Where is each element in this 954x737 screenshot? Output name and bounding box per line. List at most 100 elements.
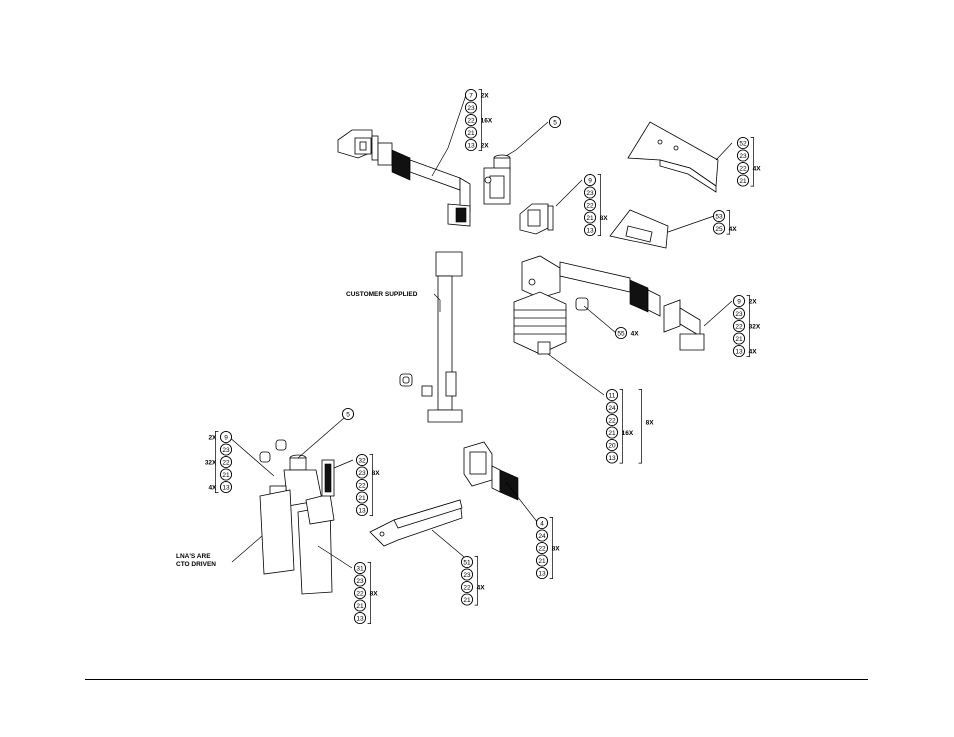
callout-bracket [478,89,482,151]
callout-number: 13 [356,615,364,622]
callout-number: 5 [346,411,350,418]
callout-balloon [464,88,478,102]
callout-balloon [605,401,619,414]
flexible-waveguide-top [377,142,471,227]
callout-number: 22 [222,459,230,466]
callout-balloon [583,211,597,224]
callout-number: 53 [715,213,723,220]
callout-number: 21 [356,603,364,610]
quantity-label: 2X [749,298,758,305]
callout-balloon [732,332,746,345]
callout-number: 21 [586,215,594,222]
group-quantity-label: 8X [646,419,655,426]
waveguide-flange-small [519,203,554,235]
lna-assembly-right [513,255,661,355]
group-bracket [638,389,642,464]
isolator-top [483,154,511,205]
callout-number: 22 [608,417,616,424]
waveguide-bend-right [663,299,705,351]
callout-number: 23 [735,311,743,318]
lna-note-line1: LNA'S ARE [176,553,211,560]
callout-number: 21 [608,430,616,437]
callout-bracket [549,517,553,579]
quantity-label: 4X [477,584,486,591]
callout-balloon [219,430,233,444]
callout-balloon [732,319,746,333]
callout-group-g2: 5 [548,115,562,129]
callout-number: 9 [737,298,741,305]
callout-balloon [712,222,726,235]
callout-balloon [341,407,355,421]
callout-balloon [219,480,233,494]
quantity-label: 4X [753,165,762,172]
callout-bracket [367,562,371,624]
callout-number: 21 [739,178,747,185]
callout-number: 21 [222,472,230,479]
small-nut-left [399,373,413,387]
callout-balloon [460,568,474,581]
callout-balloon [605,413,619,427]
callout-balloon [605,426,619,439]
callout-balloon [353,611,367,625]
callout-balloon [736,136,750,150]
callout-number: 20 [608,442,616,449]
callout-balloon [355,491,369,504]
callout-balloon [353,586,367,600]
quantity-label: 4X [749,348,758,355]
callout-group-g9: 5 [341,407,355,421]
page-bottom-rule [85,679,868,680]
callout-number: 22 [358,482,366,489]
callout-balloon [548,115,562,129]
callout-number: 32 [358,457,366,464]
callout-number: 11 [609,392,616,399]
callout-number: 22 [463,584,471,591]
callout-number: 13 [586,227,594,234]
quantity-label: 2X [481,142,490,149]
callout-number: 22 [586,202,594,209]
callout-balloon [535,566,549,580]
quantity-label: 2X [481,92,490,99]
callout-balloon [460,580,474,594]
callout-number: 22 [735,323,743,330]
callout-balloon [583,186,597,199]
callout-balloon [219,468,233,481]
callout-balloon [535,541,549,555]
callout-balloon [353,599,367,612]
callout-balloon [583,198,597,212]
callout-number: 22 [356,590,364,597]
callout-balloon [219,455,233,469]
callout-balloon [353,561,367,575]
quantity-label: 2X [208,434,217,441]
callout-number: 5 [553,119,557,126]
quantity-label: 32X [749,323,761,330]
callout-balloon [732,344,746,358]
callout-number: 23 [467,105,475,112]
callout-balloon [605,451,619,464]
callout-balloon [355,478,369,492]
quantity-label: 32X [205,459,217,466]
small-nuts-left [259,439,287,463]
callout-balloon [712,209,726,223]
callout-balloon [355,503,369,517]
customer-supplied-waveguide [421,251,463,423]
callout-number: 22 [467,117,475,124]
callout-number: 23 [358,470,366,477]
callout-number: 21 [358,495,366,502]
callout-number: 24 [608,405,616,412]
callout-number: 23 [356,578,364,585]
callout-bracket [597,174,601,236]
callout-number: 23 [463,572,471,579]
callout-number: 31 [356,565,364,572]
callout-balloon [535,554,549,567]
callout-balloon [736,161,750,175]
callout-number: 21 [463,597,471,604]
customer-supplied-label: CUSTOMER SUPPLIED [346,291,418,298]
callout-balloon [535,529,549,542]
